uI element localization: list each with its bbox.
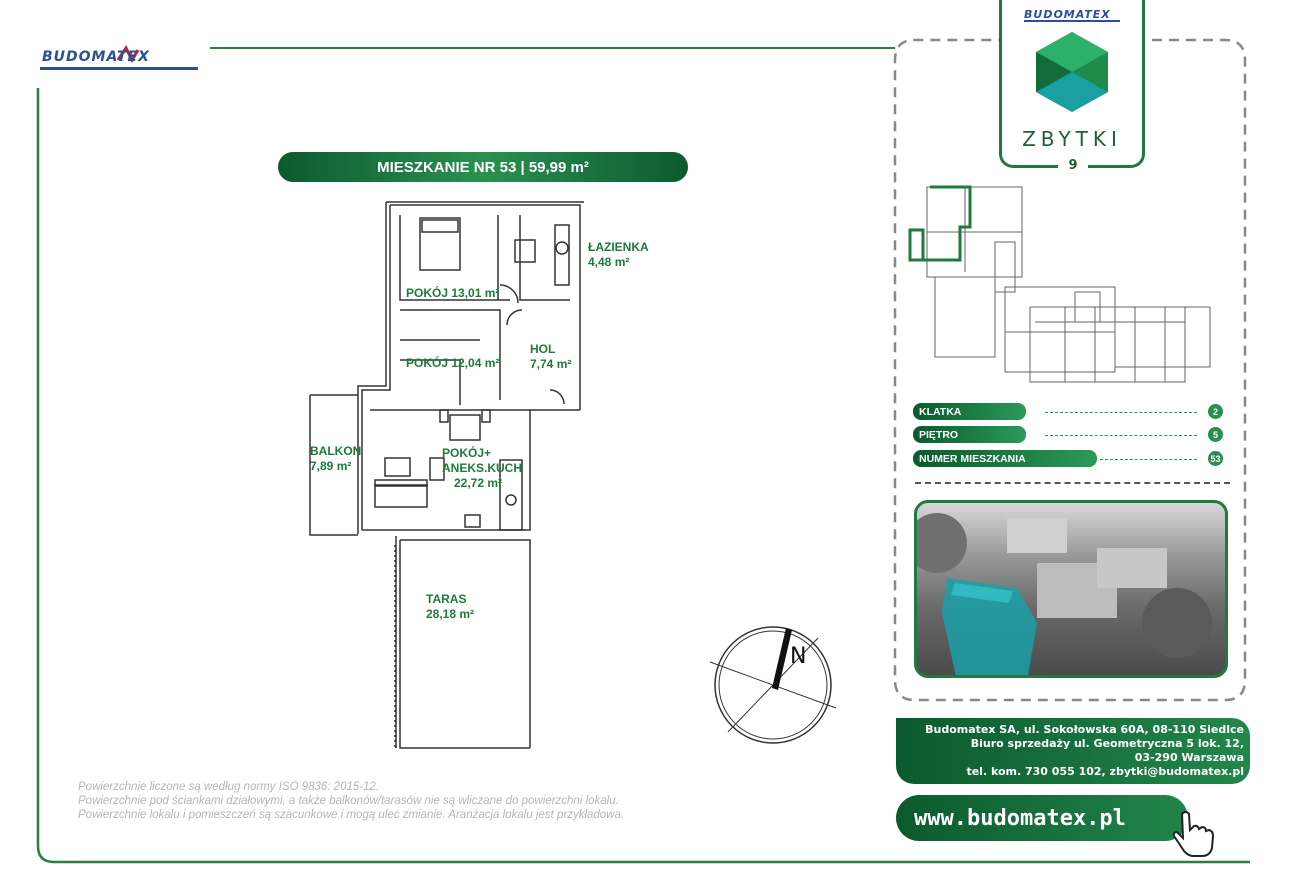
- contact-line-4: tel. kom. 730 055 102, zbytki@budomatex.…: [966, 765, 1244, 778]
- contact-line-1: Budomatex SA, ul. Sokołowska 60A, 08-110…: [925, 723, 1244, 736]
- compass-icon: [709, 626, 837, 744]
- room-label-bedroom-1: POKÓJ 13,01 m²: [406, 286, 500, 300]
- brand-logo: BUDOMATEX: [40, 44, 200, 72]
- footnote-2: Powierzchnie pod ściankami działowymi, a…: [78, 795, 619, 807]
- apartment-title: MIESZKANIE NR 53 | 59,99 m²: [278, 152, 688, 182]
- info-label-apartment-number: NUMER MIESZKANIA: [913, 450, 1097, 467]
- info-value-floor: 5: [1208, 427, 1223, 442]
- badge-logo-text: BUDOMATEX: [1024, 8, 1111, 21]
- footnote-3: Powierzchnie lokalu i pomieszczeń są sza…: [78, 809, 625, 821]
- hand-cursor-icon: [1172, 811, 1215, 857]
- info-label-staircase: KLATKA: [913, 403, 1026, 420]
- site-plan: [908, 185, 1211, 383]
- aerial-photo: [914, 500, 1228, 678]
- zbytki-logo-icon: [1036, 32, 1108, 112]
- floor-plan: [309, 201, 584, 749]
- room-label-bedroom-2: POKÓJ 12,04 m²: [406, 356, 500, 370]
- project-badge: BUDOMATEX ZBYTKI: [999, 0, 1145, 168]
- info-value-apartment-number: 53: [1208, 451, 1223, 466]
- info-label-floor: PIĘTRO: [913, 426, 1026, 443]
- website-link[interactable]: www.budomatex.pl: [896, 795, 1188, 841]
- project-name: ZBYTKI: [1022, 127, 1122, 151]
- logo-text: BUDOMATEX: [42, 49, 150, 65]
- contact-line-2: Biuro sprzedaży ul. Geometryczna 5 lok. …: [970, 737, 1244, 750]
- contact-line-3: 03-290 Warszawa: [1134, 751, 1244, 764]
- compass-north-label: N: [790, 644, 807, 669]
- contact-box: Budomatex SA, ul. Sokołowska 60A, 08-110…: [896, 718, 1250, 784]
- footnote-1: Powierzchnie liczone są według normy ISO…: [78, 781, 380, 793]
- building-number: 9: [1058, 158, 1088, 173]
- footnotes: Powierzchnie liczone są według normy ISO…: [78, 780, 698, 822]
- logo-mark-icon: [40, 45, 198, 70]
- info-value-staircase: 2: [1208, 404, 1223, 419]
